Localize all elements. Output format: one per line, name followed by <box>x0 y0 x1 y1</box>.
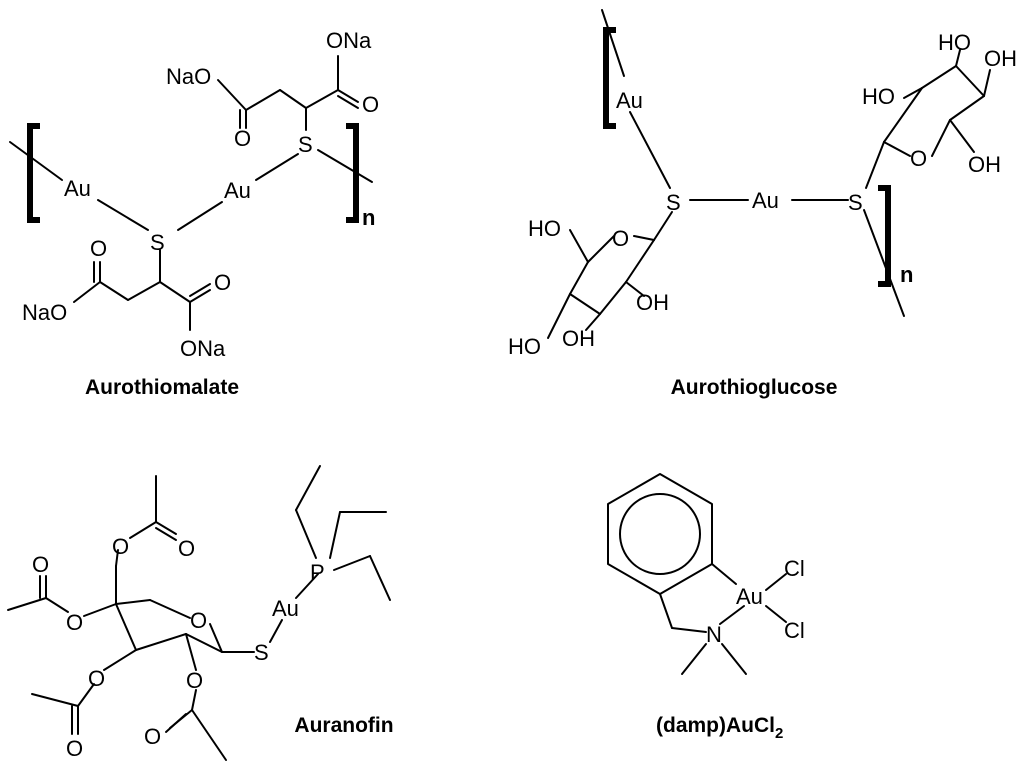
nitrogen-atom-label: N <box>706 622 722 647</box>
ring-oxygen-label: O <box>910 146 927 171</box>
hydroxyl-label: OH <box>636 290 669 315</box>
structure-caption: Aurothiomalate <box>85 376 239 399</box>
auranofin-structure: P Au S O O O O O O O O O Auranofin <box>7 465 394 761</box>
sulfur-atom-label: S <box>666 190 681 215</box>
au-atom-label: Au <box>752 188 779 213</box>
ester-oxygen-label: O <box>88 666 105 691</box>
ester-oxygen-label: O <box>66 610 83 635</box>
au-atom-label: Au <box>616 88 643 113</box>
ester-oxygen-label: O <box>186 668 203 693</box>
sodium-carboxylate-label: ONa <box>180 336 226 361</box>
benzene-ring <box>607 473 713 595</box>
carbonyl-oxygen-label: O <box>214 270 231 295</box>
caption-subscript: 2 <box>775 725 783 742</box>
carbonyl-oxygen-label: O <box>234 126 251 151</box>
au-atom-label: Au <box>224 178 251 203</box>
structure-caption: Aurothioglucose <box>671 376 838 399</box>
sodium-carboxylate-label: ONa <box>326 28 372 53</box>
sulfur-atom-label: S <box>848 190 863 215</box>
hydroxyl-label: OH <box>968 152 1001 177</box>
sodium-carboxylate-label: NaO <box>22 300 67 325</box>
left-bracket <box>603 27 616 129</box>
hydroxyl-label: HO <box>938 30 971 55</box>
au-atom-label: Au <box>64 176 91 201</box>
right-bracket <box>878 185 891 287</box>
ring-oxygen-label: O <box>612 226 629 251</box>
left-bracket <box>27 123 40 223</box>
carbonyl-oxygen-label: O <box>178 536 195 561</box>
carbonyl-oxygen-label: O <box>32 552 49 577</box>
damp-aucl2-bonds <box>607 473 787 675</box>
aurothiomalate-bonds <box>9 55 373 331</box>
phosphorus-atom-label: P <box>310 560 325 585</box>
carbonyl-oxygen-label: O <box>144 724 161 749</box>
caption-main: (damp)AuCl <box>656 714 775 737</box>
hydroxyl-label: OH <box>562 326 595 351</box>
carbonyl-oxygen-label: O <box>66 736 83 761</box>
chloride-label: Cl <box>784 618 805 643</box>
repeat-n-label: n <box>362 205 375 230</box>
au-atom-label: Au <box>272 596 299 621</box>
sulfur-atom-label: S <box>254 640 269 665</box>
carbonyl-oxygen-label: O <box>90 236 107 261</box>
sulfur-atom-label: S <box>150 230 165 255</box>
repeat-n-label: n <box>900 262 913 287</box>
ring-oxygen-label: O <box>190 608 207 633</box>
structure-caption: (damp)AuCl2 <box>656 714 783 742</box>
damp-aucl2-structure: Au Cl Cl N (damp)AuCl2 <box>607 473 805 742</box>
sulfur-atom-label: S <box>298 132 313 157</box>
au-atom-label: Au <box>736 584 763 609</box>
auranofin-bonds <box>7 465 391 761</box>
hydroxyl-label: OH <box>984 46 1017 71</box>
aromatic-circle <box>619 493 701 575</box>
aurothiomalate-structure: n <box>9 28 379 399</box>
sodium-carboxylate-label: NaO <box>166 64 211 89</box>
structure-caption: Auranofin <box>294 714 393 737</box>
hydroxyl-label: HO <box>508 334 541 359</box>
hydroxyl-label: HO <box>862 84 895 109</box>
carbonyl-oxygen-label: O <box>362 92 379 117</box>
ester-oxygen-label: O <box>112 534 129 559</box>
chloride-label: Cl <box>784 556 805 581</box>
aurothioglucose-bonds <box>547 9 991 339</box>
hydroxyl-label: HO <box>528 216 561 241</box>
aurothioglucose-structure: n <box>508 9 1017 399</box>
right-bracket <box>346 123 359 223</box>
